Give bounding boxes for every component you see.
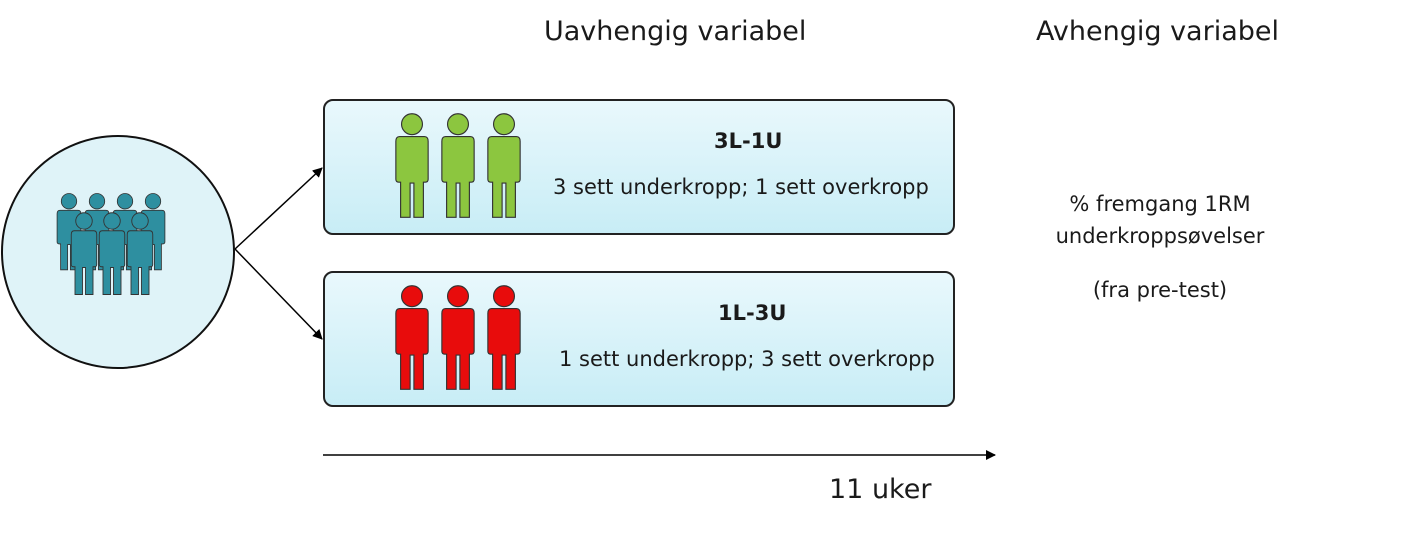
- group-1-label: 3L-1U: [714, 129, 783, 153]
- group-1-description: 3 sett underkropp; 1 sett overkropp: [553, 175, 929, 199]
- timeline-label: 11 uker: [829, 474, 932, 505]
- dependent-variable-header: Avhengig variabel: [1036, 16, 1279, 47]
- person-icon: [441, 285, 475, 390]
- person-icon: [395, 113, 429, 218]
- person-icon: [487, 113, 521, 218]
- group-1-people-icon: [395, 113, 521, 218]
- group-box-1: 3L-1U 3 sett underkropp; 1 sett overkrop…: [323, 99, 955, 235]
- person-icon: [487, 285, 521, 390]
- outcome-line-2: underkroppsøvelser: [1055, 224, 1265, 248]
- group-box-2: 1L-3U 1 sett underkropp; 3 sett overkrop…: [323, 271, 955, 407]
- outcome-line-3: (fra pre-test): [1092, 278, 1228, 302]
- group-2-people-icon: [395, 285, 521, 390]
- person-icon: [395, 285, 429, 390]
- group-2-description: 1 sett underkropp; 3 sett overkropp: [559, 347, 935, 371]
- group-2-label: 1L-3U: [718, 301, 787, 325]
- arrow-to-group-1: [234, 167, 323, 250]
- outcome-line-1: % fremgang 1RM: [1069, 192, 1251, 216]
- arrow-to-group-2: [234, 248, 323, 340]
- independent-variable-header: Uavhengig variabel: [544, 16, 807, 47]
- person-icon: [441, 113, 475, 218]
